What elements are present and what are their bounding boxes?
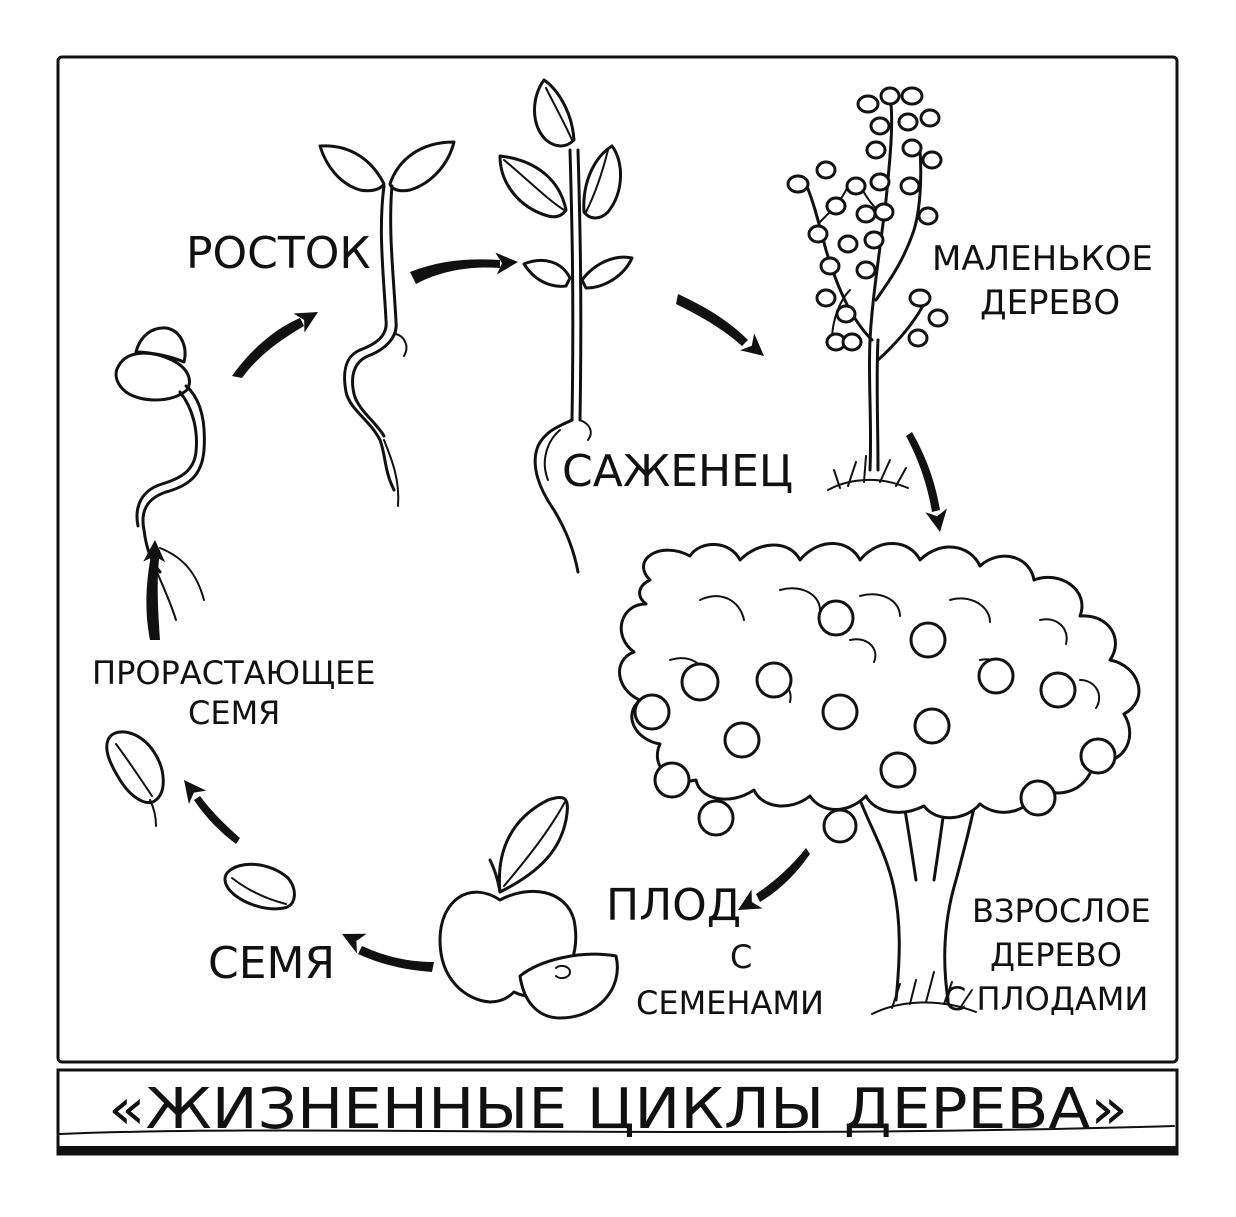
seedling-drawing bbox=[498, 78, 634, 574]
diagram-title: «ЖИЗНЕННЫЕ ЦИКЛЫ ДЕРЕВА» bbox=[108, 1077, 1128, 1142]
small-tree-drawing bbox=[786, 86, 949, 491]
label-fruit-1: ПЛОД bbox=[606, 880, 741, 931]
sprout-drawing bbox=[318, 140, 456, 507]
label-adult-2: ДЕРЕВО bbox=[990, 936, 1122, 974]
label-adult-3: С ПЛОДАМИ bbox=[944, 980, 1148, 1018]
label-germinating-1: ПРОРАСТАЮЩЕЕ bbox=[92, 654, 376, 692]
label-germinating-2: СЕМЯ bbox=[188, 694, 280, 732]
cycle-arrows bbox=[143, 251, 951, 972]
label-seed: СЕМЯ bbox=[208, 938, 335, 989]
seed-drawing bbox=[105, 730, 296, 911]
label-fruit-2: С bbox=[730, 938, 752, 976]
label-adult-1: ВЗРОСЛОЕ bbox=[972, 892, 1151, 930]
label-small-tree-1: МАЛЕНЬКОЕ bbox=[932, 239, 1153, 279]
label-small-tree-2: ДЕРЕВО bbox=[980, 283, 1120, 323]
label-seedling: САЖЕНЕЦ bbox=[562, 446, 793, 497]
label-fruit-3: СЕМЕНАМИ bbox=[636, 984, 824, 1022]
label-sprout: РОСТОК bbox=[186, 228, 371, 279]
title-banner: «ЖИЗНЕННЫЕ ЦИКЛЫ ДЕРЕВА» bbox=[56, 1068, 1179, 1156]
apple-drawing bbox=[438, 796, 619, 1020]
adult-tree-drawing bbox=[618, 542, 1141, 1015]
